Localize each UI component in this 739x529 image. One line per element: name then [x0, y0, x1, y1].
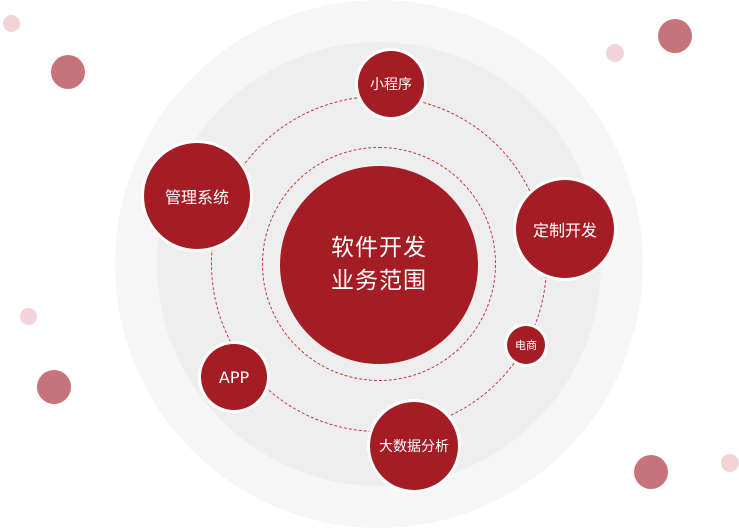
center-title-line1: 软件开发: [331, 235, 427, 261]
decorative-dot: [606, 44, 624, 62]
service-node-app: APP: [201, 344, 267, 410]
service-node-label: 小程序: [370, 77, 412, 93]
service-node-mini-program: 小程序: [358, 51, 424, 117]
decorative-dot: [3, 15, 20, 32]
decorative-dot: [37, 370, 71, 404]
service-node-label: APP: [218, 367, 250, 387]
center-title-line2: 业务范围: [331, 268, 427, 294]
service-node-big-data: 大数据分析: [370, 402, 458, 490]
service-node-custom-development: 定制开发: [516, 180, 614, 278]
service-node-label: 电商: [515, 339, 537, 352]
decorative-dot: [20, 308, 37, 325]
service-node-ecommerce: 电商: [507, 326, 545, 364]
service-node-management-system: 管理系统: [144, 143, 250, 249]
center-hub: 软件开发 业务范围: [280, 166, 478, 364]
decorative-dot: [721, 454, 739, 472]
dashed-orbit-inner: [262, 147, 496, 381]
service-node-label: 大数据分析: [379, 439, 449, 455]
service-node-label: 定制开发: [532, 221, 597, 240]
decorative-dot: [658, 19, 692, 53]
service-node-label: 管理系统: [164, 188, 229, 207]
decorative-dot: [634, 455, 668, 489]
decorative-dot: [51, 55, 85, 89]
